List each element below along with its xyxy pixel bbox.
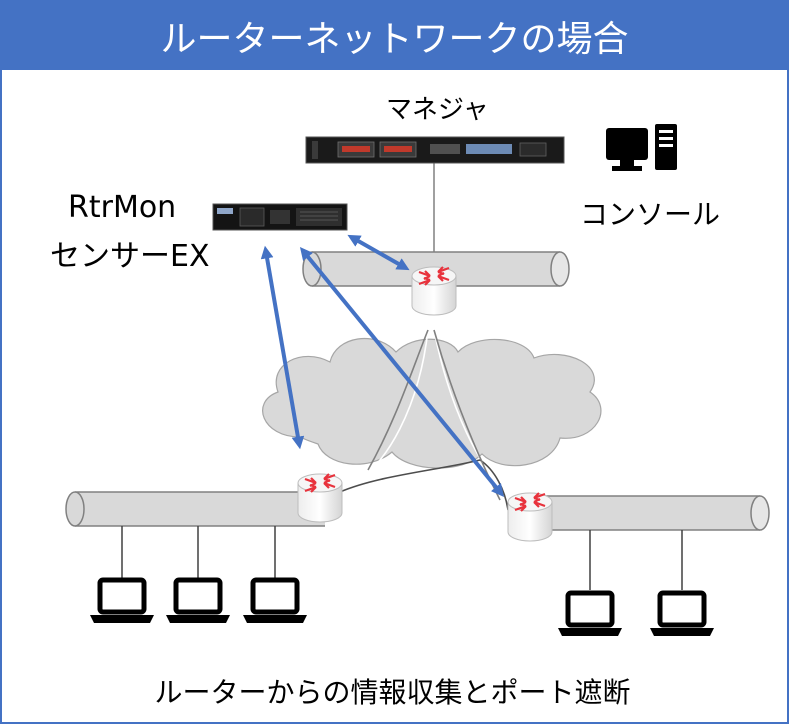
- router-icon: [506, 491, 554, 543]
- server-icon: [305, 136, 565, 164]
- laptop-icon: [90, 580, 154, 623]
- laptop-links: [121, 526, 683, 590]
- laptop-icon: [166, 580, 230, 623]
- page-title: ルーターネットワークの場合: [160, 19, 629, 60]
- laptop-icon: [650, 593, 714, 636]
- sensor-label-line1: RtrMon: [68, 190, 177, 225]
- desktop-pc-icon: [606, 124, 677, 171]
- sensor-appliance-icon: [212, 203, 348, 231]
- sensor-label-line2: センサーEX: [50, 239, 210, 274]
- left-segment: [65, 491, 325, 527]
- console-label: コンソール: [580, 198, 721, 231]
- right-segment: [520, 495, 770, 531]
- title-bar: ルーターネットワークの場合: [2, 2, 787, 70]
- management-arrows: [260, 234, 505, 497]
- laptop-icon: [558, 593, 622, 636]
- router-icon: [410, 265, 458, 317]
- manager-label: マネジャ: [386, 95, 489, 125]
- caption: ルーターからの情報収集とポート遮断: [154, 676, 631, 709]
- cloud-icon: [262, 337, 602, 469]
- laptop-icon: [243, 580, 307, 623]
- router-icon: [296, 472, 344, 524]
